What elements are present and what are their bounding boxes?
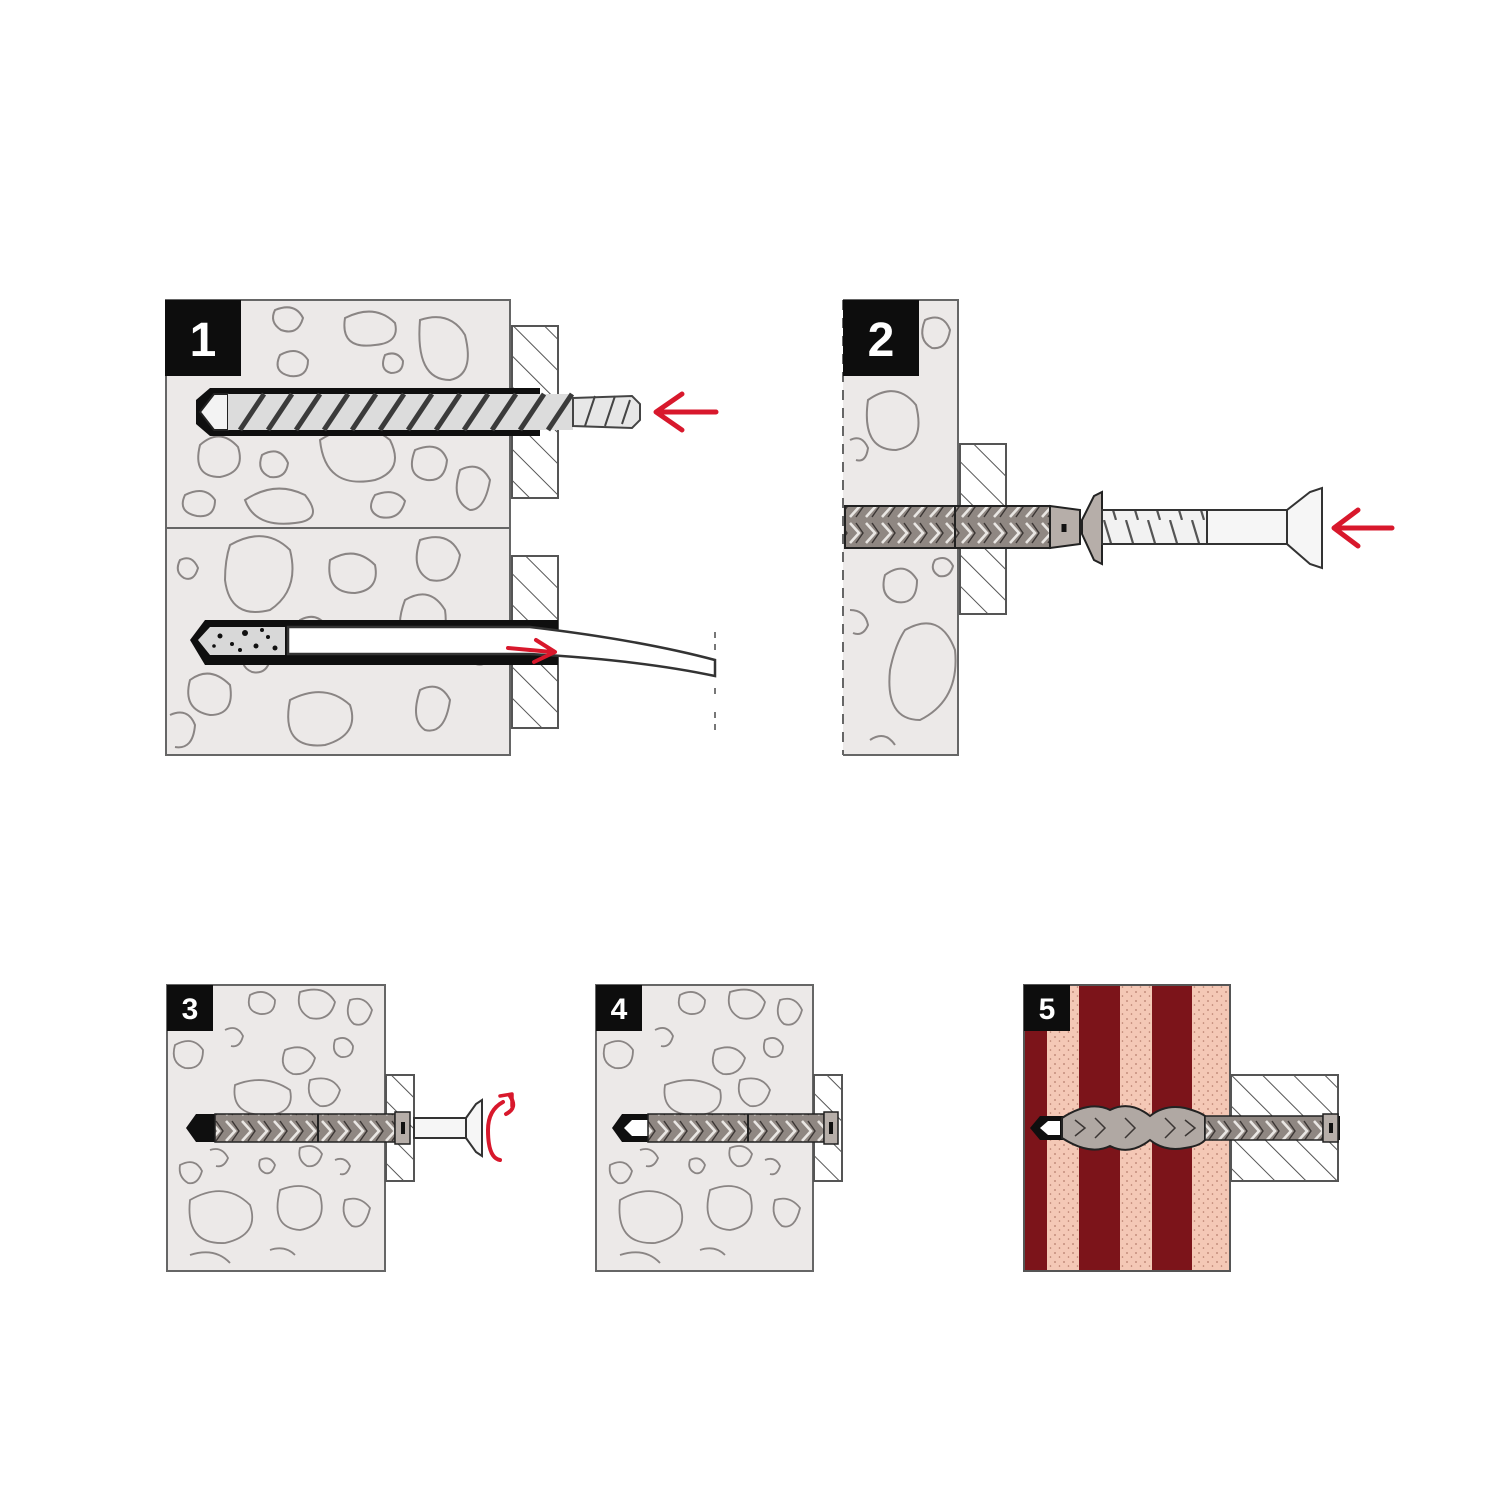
step-number: 2 bbox=[868, 314, 895, 367]
expanded-anchor bbox=[1030, 1105, 1340, 1151]
step-number: 4 bbox=[611, 993, 628, 1026]
screw bbox=[1081, 486, 1323, 570]
installed-anchor bbox=[612, 1111, 839, 1145]
aggregate-stones bbox=[602, 988, 803, 1264]
step-badge bbox=[1024, 985, 1070, 1031]
step-number: 1 bbox=[190, 314, 217, 367]
step-badge bbox=[596, 985, 642, 1031]
screw-head bbox=[413, 1098, 483, 1158]
rotate-icon bbox=[485, 1092, 516, 1162]
arrow-left-icon bbox=[1331, 507, 1395, 549]
wall-plug bbox=[186, 1111, 411, 1145]
step-badge bbox=[167, 985, 213, 1031]
step-5-panel: 5 bbox=[1023, 984, 1340, 1272]
aggregate-stones bbox=[849, 316, 957, 746]
step-number: 5 bbox=[1039, 993, 1056, 1026]
borehole-cleaning bbox=[190, 620, 717, 730]
arrow-left-icon bbox=[653, 391, 719, 433]
arrow-right-icon bbox=[506, 638, 557, 664]
step-3-panel: 3 bbox=[166, 984, 516, 1272]
step-1-panel: 1 bbox=[165, 299, 719, 756]
aggregate-stones bbox=[172, 988, 373, 1264]
wall-plug bbox=[844, 504, 1081, 550]
step-number: 3 bbox=[182, 993, 199, 1026]
step-4-panel: 4 bbox=[595, 984, 843, 1272]
step-badge bbox=[843, 300, 919, 376]
drill-bit bbox=[196, 388, 641, 436]
step-2-panel: 2 bbox=[842, 299, 1395, 756]
step-badge bbox=[165, 300, 241, 376]
